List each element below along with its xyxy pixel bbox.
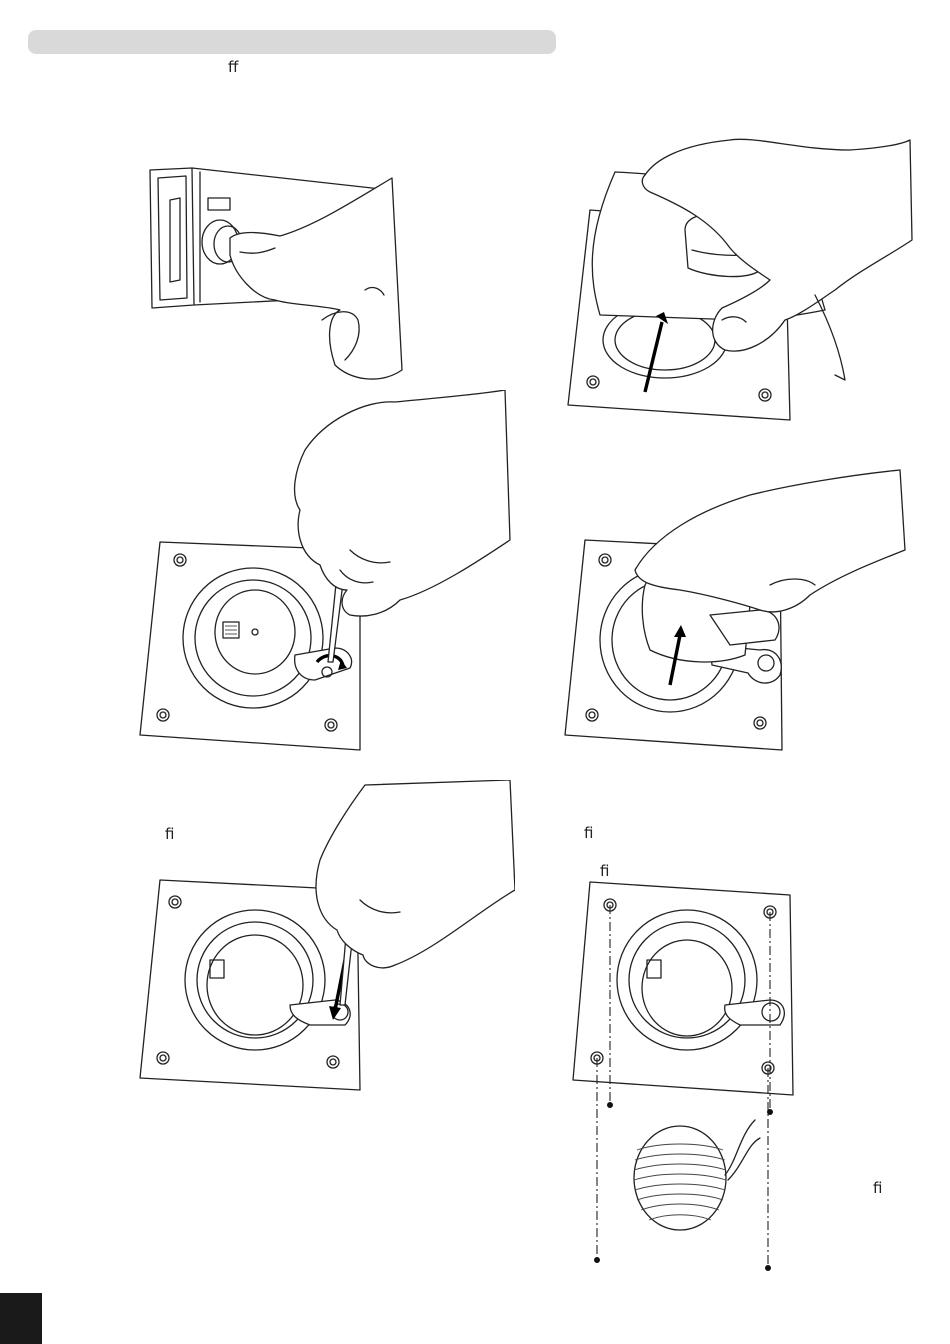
figure6-ligature-text-c: fi	[873, 1181, 882, 1196]
figure-lift-cover	[560, 130, 920, 430]
mounting-plate-icon	[565, 880, 805, 1275]
section-header-bar	[28, 30, 556, 54]
figure-press-button	[140, 160, 410, 390]
figure6-ligature-text-b: fi	[600, 864, 609, 879]
header-ligature-text: ff	[228, 60, 238, 75]
remove-motor-icon	[560, 465, 920, 755]
figure-screw-latch	[135, 780, 515, 1100]
figure6-ligature-text-a: fi	[584, 826, 593, 841]
screwdriver-unscrew-icon	[135, 390, 515, 760]
page-tab	[0, 1293, 42, 1344]
figure-mounting-plate	[565, 880, 805, 1275]
screwdriver-screw-icon	[135, 780, 515, 1100]
figure-unscrew-latch	[135, 390, 515, 760]
press-button-icon	[140, 160, 410, 390]
lift-cover-icon	[560, 130, 920, 430]
figure-remove-motor	[560, 465, 920, 755]
